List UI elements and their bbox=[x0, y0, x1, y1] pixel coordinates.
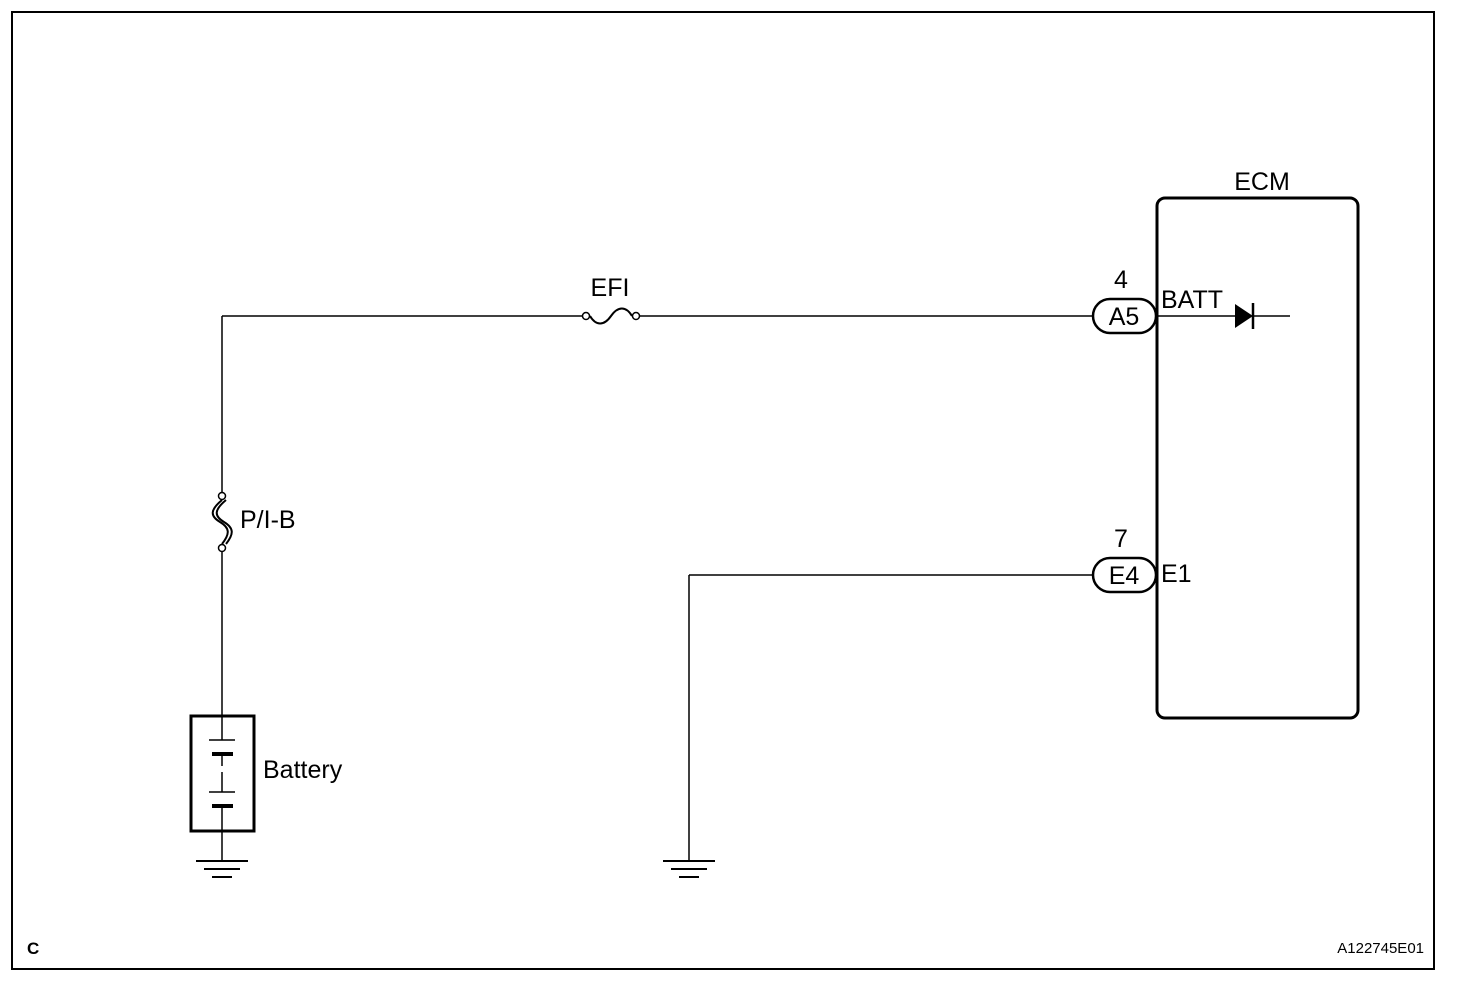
ecm-box bbox=[1155, 196, 1360, 720]
corner-letter: C bbox=[27, 939, 39, 958]
batt-terminal-label: BATT bbox=[1161, 286, 1223, 314]
pib-fuse bbox=[211, 491, 233, 553]
pin-number-4: 4 bbox=[1114, 266, 1128, 294]
battery-icon bbox=[189, 714, 256, 833]
diagram-frame bbox=[11, 11, 1435, 970]
pib-fuse-label: P/I-B bbox=[240, 506, 296, 534]
e1-wire bbox=[688, 574, 1093, 861]
connector-e4-label: E4 bbox=[1109, 562, 1140, 590]
connector-e4 bbox=[1091, 556, 1158, 594]
diode-icon bbox=[1156, 303, 1290, 329]
ground-icon bbox=[663, 860, 715, 878]
ecm-title: ECM bbox=[1234, 168, 1290, 196]
e1-terminal-label: E1 bbox=[1161, 560, 1192, 588]
batt-wire bbox=[221, 315, 1093, 495]
pin-number-7: 7 bbox=[1114, 525, 1128, 553]
battery-label: Battery bbox=[263, 756, 343, 784]
connector-a5-label: A5 bbox=[1109, 303, 1140, 331]
efi-fuse-label: EFI bbox=[591, 274, 630, 302]
ground-icon bbox=[196, 831, 248, 878]
figure-code: A122745E01 bbox=[1337, 940, 1424, 957]
efi-fuse bbox=[581, 307, 641, 325]
